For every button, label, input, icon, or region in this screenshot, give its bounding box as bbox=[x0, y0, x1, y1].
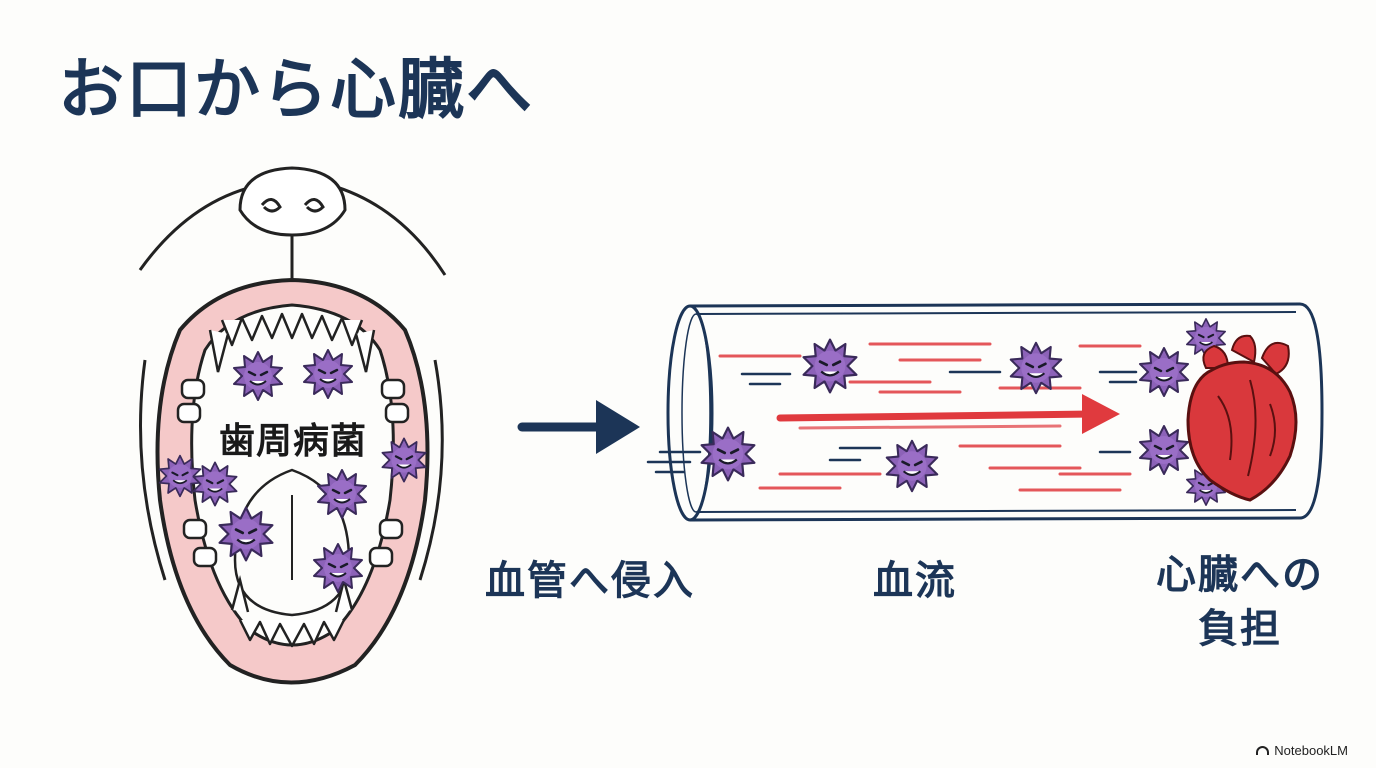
label-heart-burden-line2: 負担 bbox=[1198, 606, 1282, 652]
heart-icon bbox=[1186, 334, 1298, 502]
blood-vessel-icon bbox=[646, 302, 1324, 522]
bacteria-label: 歯周病菌 bbox=[218, 421, 367, 462]
page-title: お口から心臓へ bbox=[58, 51, 534, 128]
notebook-icon bbox=[1256, 746, 1270, 755]
label-blood-flow: 血流 bbox=[873, 558, 957, 604]
label-heart-burden-line1: 心臓への bbox=[1156, 552, 1324, 598]
label-invade-vessel: 血管へ侵入 bbox=[485, 558, 695, 604]
bacteria-icon bbox=[802, 338, 858, 394]
bacteria-icon bbox=[1138, 346, 1190, 398]
dog-mouth-icon bbox=[138, 166, 447, 685]
label-heart-burden: 心臓への 負担 bbox=[1140, 548, 1340, 656]
bacteria-icon bbox=[1009, 341, 1063, 395]
vessel-bacteria bbox=[700, 317, 1227, 507]
arrow-right-icon bbox=[517, 400, 640, 454]
flow-arrow-icon bbox=[776, 394, 1120, 434]
bacteria-icon bbox=[1138, 424, 1190, 476]
bacteria-icon bbox=[885, 439, 939, 493]
brand-name: NotebookLM bbox=[1274, 743, 1348, 758]
brand-watermark: NotebookLM bbox=[1256, 743, 1348, 758]
